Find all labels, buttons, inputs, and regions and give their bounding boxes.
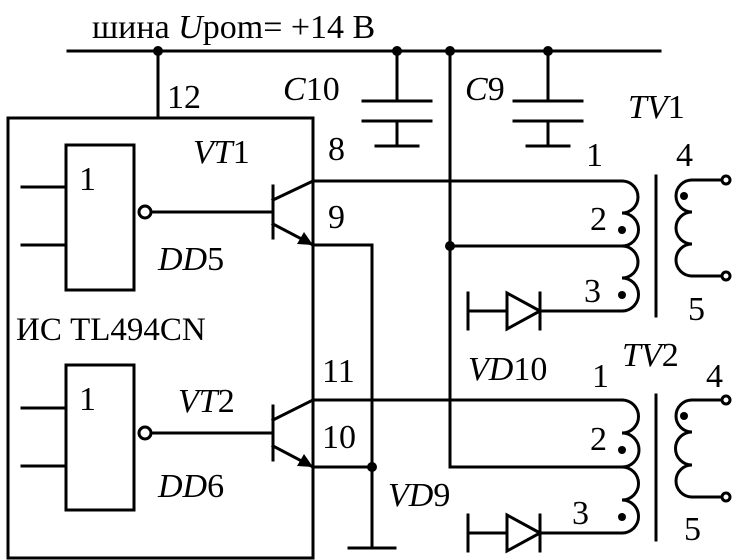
tv2-dot-2 xyxy=(618,446,626,454)
tv1-pin3: 3 xyxy=(584,273,601,310)
dd6-inverter-bubble xyxy=(137,425,153,441)
tv2-primary-coil xyxy=(620,398,641,535)
chip-label: ИС TL494CN xyxy=(16,312,206,348)
pin12-label: 12 xyxy=(167,79,201,116)
pin9-wire xyxy=(311,243,374,469)
tv2-pin2: 2 xyxy=(590,421,607,458)
vt2-emitter-arrow xyxy=(297,454,313,467)
tv2-dot-3 xyxy=(618,513,626,521)
dd6-symbol: 1 xyxy=(79,381,96,418)
vt2-label: VT2 xyxy=(178,383,235,420)
vd9-label: VD9 xyxy=(388,477,450,514)
tv2-pin3: 3 xyxy=(572,495,589,532)
tv1-pin2: 2 xyxy=(590,201,607,238)
c9-label: C9 xyxy=(465,71,505,108)
tv1-pin4: 4 xyxy=(676,137,693,174)
pin8-label: 8 xyxy=(328,131,345,168)
c10-label: C10 xyxy=(283,71,340,108)
vt1-label: VT1 xyxy=(193,134,250,171)
pin10-label: 10 xyxy=(322,419,356,456)
tv2-dot-4 xyxy=(680,412,688,420)
tv2-pin5: 5 xyxy=(684,511,701,548)
pin11-label: 11 xyxy=(322,353,355,390)
tv1-label: TV1 xyxy=(628,89,685,126)
tv2-pin1: 1 xyxy=(592,358,609,395)
dd6-label: DD6 xyxy=(157,468,224,505)
dd5-inverter-bubble xyxy=(137,204,153,220)
tv1-primary-coil xyxy=(620,179,640,313)
vd10-triangle xyxy=(505,290,544,332)
vt1-emitter-arrow xyxy=(297,232,313,245)
chip-box xyxy=(6,116,315,560)
dd5-gate xyxy=(64,143,136,292)
tv2-label: TV2 xyxy=(622,337,679,374)
dd6-gate xyxy=(64,363,136,512)
tv1-terminal-4 xyxy=(720,174,732,186)
dd5-label: DD5 xyxy=(157,241,224,278)
bus-title: шина Upom= +14 В xyxy=(92,9,375,46)
tv2-secondary-coil xyxy=(674,398,694,499)
tv1-pin1: 1 xyxy=(586,137,603,174)
tv2-terminal-4 xyxy=(720,394,732,406)
tv1-dot-2 xyxy=(618,226,626,234)
tv2-pin4: 4 xyxy=(706,358,723,395)
tv2-terminal-5 xyxy=(720,491,732,503)
dd5-symbol: 1 xyxy=(79,161,96,198)
tv1-terminal-5 xyxy=(720,270,732,282)
tv1-dot-4 xyxy=(680,192,688,200)
tv1-pin5: 5 xyxy=(688,291,705,328)
vt1-collector xyxy=(271,179,315,202)
pin9-label: 9 xyxy=(328,199,345,236)
vt2-collector xyxy=(270,397,316,423)
tv1-secondary-coil xyxy=(674,178,694,278)
vd10-label: VD10 xyxy=(468,351,547,388)
vd9-triangle xyxy=(505,512,544,554)
tv1-dot-3 xyxy=(618,291,626,299)
